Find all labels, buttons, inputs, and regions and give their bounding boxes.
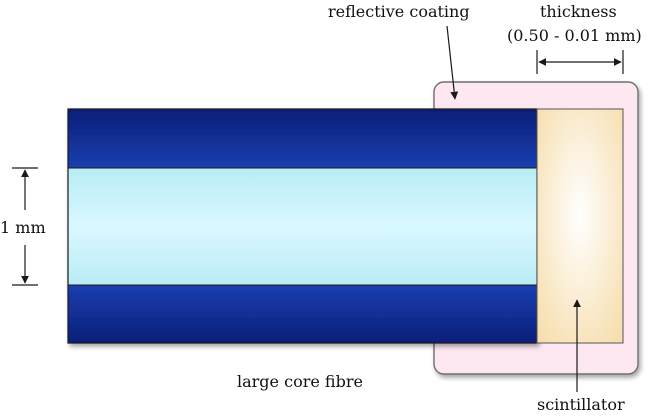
coating-pointer-arrow	[446, 25, 459, 100]
fibre-cladding-top	[68, 109, 537, 168]
scintillator-label: scintillator	[537, 395, 625, 414]
fibre-cladding-bottom	[68, 285, 537, 343]
fibre-label: large core fibre	[237, 372, 363, 391]
diameter-label: 1 mm	[0, 218, 46, 237]
thickness-range-label: (0.50 - 0.01 mm)	[507, 26, 642, 45]
thickness-label: thickness	[540, 2, 617, 21]
diameter-dimension	[12, 167, 38, 286]
large-core-fibre	[67, 108, 538, 344]
reflective-coating-label: reflective coating	[328, 2, 470, 21]
thickness-dimension	[536, 50, 624, 74]
scintillator-block	[536, 108, 624, 344]
fibre-core	[68, 168, 537, 285]
